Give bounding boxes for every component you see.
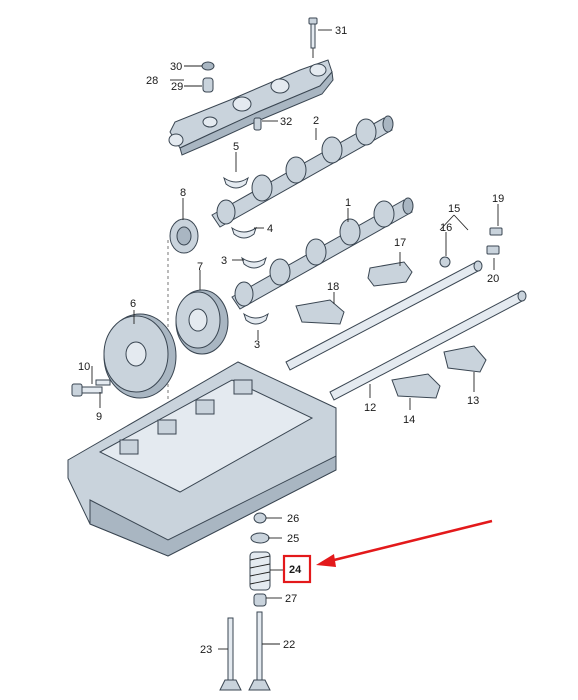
- bearing-shell-4: [231, 226, 257, 239]
- rocker-arm-18: [295, 299, 345, 325]
- callout-9: 9: [96, 411, 102, 423]
- callout-26: 26: [287, 513, 299, 525]
- callout-29: 29: [171, 81, 183, 93]
- rocker-arm-14: [391, 373, 441, 399]
- callout-31: 31: [335, 25, 347, 37]
- callout-24: 24: [289, 564, 302, 576]
- highlight-arrow: [329, 519, 493, 563]
- valve-23: [219, 617, 242, 691]
- callout-10: 10: [78, 361, 90, 373]
- callout-23: 23: [200, 644, 212, 656]
- callout-3-lower: 3: [254, 339, 260, 351]
- callout-14: 14: [403, 414, 415, 426]
- camshaft-lower-part: [231, 197, 414, 310]
- bolt-20: [486, 245, 500, 255]
- bolt-19: [489, 227, 503, 236]
- valve-keeper-26: [253, 512, 267, 524]
- callout-1: 1: [345, 197, 351, 209]
- callout-18: 18: [327, 281, 339, 293]
- callout-5: 5: [233, 141, 239, 153]
- callout-6: 6: [130, 298, 136, 310]
- seal-16: [439, 256, 451, 268]
- callout-4: 4: [267, 223, 273, 235]
- pulley-part: [175, 289, 229, 355]
- rocker-arm-13: [443, 345, 487, 373]
- callout-20: 20: [487, 273, 499, 285]
- callout-3-upper: 3: [221, 255, 227, 267]
- callout-16: 16: [440, 222, 452, 234]
- callout-19: 19: [492, 193, 504, 205]
- valve-22: [248, 611, 271, 691]
- callout-22: 22: [283, 639, 295, 651]
- bearing-shell-3a: [241, 256, 267, 269]
- bearing-shell-3b: [243, 312, 269, 325]
- callout-28: 28: [146, 75, 158, 87]
- bolt-9-part: [95, 379, 111, 386]
- camshaft-upper-part: [211, 115, 394, 228]
- bearing-bridge-part: [168, 17, 334, 156]
- callout-12: 12: [364, 402, 376, 414]
- callout-13: 13: [467, 395, 479, 407]
- bolt-10-part: [71, 383, 103, 397]
- sprocket-part: [103, 313, 177, 399]
- rocker-shaft-upper-part: [285, 260, 483, 371]
- hub-part: [169, 218, 199, 254]
- callout-27: 27: [285, 593, 297, 605]
- highlight-box: [282, 554, 312, 584]
- callout-15: 15: [448, 203, 460, 215]
- spring-seat-25: [250, 532, 270, 544]
- callout-32: 32: [280, 116, 292, 128]
- callout-8: 8: [180, 187, 186, 199]
- cylinder-head-part: [67, 361, 337, 557]
- callout-2: 2: [313, 115, 319, 127]
- highlight-arrowhead: [316, 554, 336, 567]
- rocker-shaft-12-part: [329, 290, 527, 401]
- valve-spring-24: [249, 551, 271, 591]
- valve-stem-seal-27: [253, 593, 267, 607]
- callout-30: 30: [170, 61, 182, 73]
- rocker-arm-17: [367, 261, 413, 287]
- callout-25: 25: [287, 533, 299, 545]
- callout-17: 17: [394, 237, 406, 249]
- bearing-shell-5: [223, 176, 249, 189]
- callout-7: 7: [197, 261, 203, 273]
